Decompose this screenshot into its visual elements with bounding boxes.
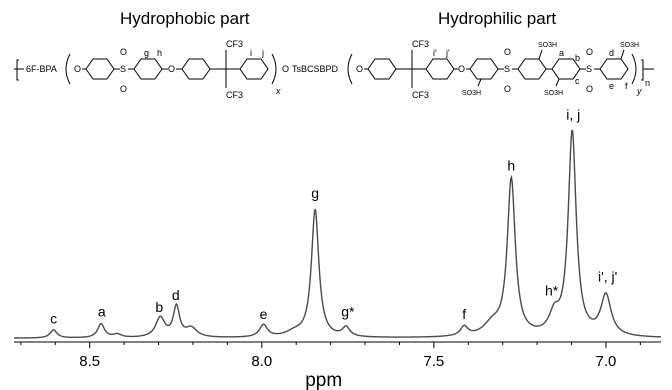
oxygen-5: O bbox=[458, 64, 465, 74]
peak-label: g* bbox=[341, 303, 355, 319]
sulfonyl-3: S bbox=[586, 64, 592, 74]
peak-label: c bbox=[50, 310, 57, 326]
sulfonyl-3-oxygen-bottom: O bbox=[586, 84, 593, 94]
oxygen-3: O bbox=[282, 64, 289, 74]
hydrophilic-part-label: Hydrophilic part bbox=[438, 9, 556, 28]
x-axis-title: ppm bbox=[305, 370, 342, 390]
so3h-ring-8: SO3H bbox=[538, 42, 557, 49]
benzene-ring-2 bbox=[133, 58, 163, 80]
ring-label-i-prime: i' bbox=[433, 48, 437, 58]
benzene-ring-6 bbox=[425, 58, 455, 80]
peak-label: d bbox=[172, 287, 180, 303]
x-axis-ticks: 8.5 8.0 7.5 7.0 bbox=[20, 342, 641, 370]
bond bbox=[477, 78, 482, 87]
sulfonyl-2: S bbox=[504, 64, 510, 74]
benzene-ring-10 bbox=[599, 58, 629, 80]
bond bbox=[538, 49, 543, 60]
benzene-ring-1 bbox=[85, 58, 115, 80]
paren-y-right bbox=[631, 53, 637, 85]
polymer-structure: Hydrophobic part Hydrophilic part 6F-BPA… bbox=[14, 9, 654, 100]
subscript-y: y bbox=[636, 86, 642, 96]
x-tick-label: 7.0 bbox=[596, 353, 617, 370]
benzene-ring-8 bbox=[517, 58, 547, 80]
sulfonyl-2-oxygen-top: O bbox=[504, 47, 511, 57]
oxygen-1: O bbox=[74, 64, 81, 74]
subscript-x: x bbox=[275, 86, 281, 96]
ring-label-c: c bbox=[575, 76, 580, 86]
spectrum-trace bbox=[13, 129, 662, 339]
peak-label: f bbox=[462, 306, 466, 322]
cf3-top-1: CF3 bbox=[226, 39, 243, 49]
benzene-ring-7 bbox=[469, 58, 499, 80]
bracket-n-left bbox=[16, 59, 19, 81]
sulfonyl-1-oxygen-top: O bbox=[120, 47, 127, 57]
so3h-ring-7: SO3H bbox=[462, 90, 481, 97]
cf3-top-2: CF3 bbox=[412, 39, 429, 49]
ring-label-e: e bbox=[609, 81, 614, 91]
sulfonyl-3-oxygen-top: O bbox=[586, 47, 593, 57]
hydrophobic-part-label: Hydrophobic part bbox=[120, 9, 250, 28]
peak-label: i, j bbox=[566, 106, 580, 122]
ring-label-j: j bbox=[261, 48, 264, 58]
ring-label-i: i bbox=[250, 48, 252, 58]
peak-label: b bbox=[155, 299, 163, 315]
bracket-n-right bbox=[641, 59, 644, 81]
sulfonyl-1: S bbox=[120, 64, 126, 74]
peak-label: g bbox=[311, 185, 319, 201]
peak-labels: c a bd e g g* f h h* i, j i', j' bbox=[50, 106, 617, 326]
bond bbox=[555, 78, 560, 87]
peak-label: h* bbox=[545, 283, 559, 299]
ring-label-j-prime: j' bbox=[445, 48, 450, 58]
cf3-bottom-1: CF3 bbox=[226, 90, 243, 100]
subscript-n: n bbox=[645, 78, 650, 88]
sulfonyl-1-oxygen-bottom: O bbox=[120, 84, 127, 94]
peak-label: i', j' bbox=[598, 269, 617, 285]
ring-label-d: d bbox=[609, 48, 614, 58]
ring-label-b: b bbox=[575, 53, 580, 63]
end-group-6f-bpa: 6F-BPA bbox=[26, 64, 57, 74]
x-tick-label: 7.5 bbox=[423, 353, 444, 370]
so3h-ring-9: SO3H bbox=[544, 90, 563, 97]
benzene-ring-3 bbox=[181, 58, 211, 80]
benzene-ring-4 bbox=[239, 58, 269, 80]
paren-x-left bbox=[65, 53, 71, 85]
peak-label: e bbox=[260, 306, 268, 322]
oxygen-2: O bbox=[168, 64, 175, 74]
x-tick-label: 8.0 bbox=[251, 353, 272, 370]
oxygen-4: O bbox=[356, 64, 363, 74]
peak-label: a bbox=[98, 303, 106, 319]
linker-tsbcsbpd: TsBCSBPD bbox=[292, 64, 339, 74]
nmr-spectrum: c a bd e g g* f h h* i, j i', j' 8.5 8.0 7.5 7.0 ppm bbox=[13, 106, 662, 390]
bond bbox=[620, 49, 625, 60]
ring-label-g: g bbox=[144, 48, 149, 58]
ring-label-f: f bbox=[625, 81, 628, 91]
x-tick-label: 8.5 bbox=[79, 353, 100, 370]
ring-label-a: a bbox=[559, 48, 564, 58]
benzene-ring-5 bbox=[367, 58, 397, 80]
sulfonyl-2-oxygen-bottom: O bbox=[504, 84, 511, 94]
cf3-bottom-2: CF3 bbox=[412, 90, 429, 100]
peak-label: h bbox=[507, 157, 515, 173]
paren-x-right bbox=[271, 53, 277, 85]
paren-y-left bbox=[347, 53, 353, 85]
ring-label-h: h bbox=[157, 48, 162, 58]
so3h-ring-10: SO3H bbox=[620, 42, 639, 49]
